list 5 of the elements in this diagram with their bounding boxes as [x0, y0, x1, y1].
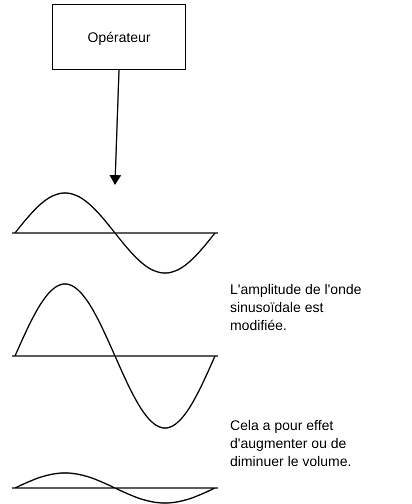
box-label: Opérateur — [87, 28, 151, 47]
process-box — [52, 4, 186, 70]
arrow — [109, 70, 122, 185]
note-text: L'amplitude de l'onde sinusoïdale est modifiée. — [230, 280, 362, 334]
note-text: Cela a pour effet d'augmenter ou de diminuer le volume. — [230, 416, 352, 470]
